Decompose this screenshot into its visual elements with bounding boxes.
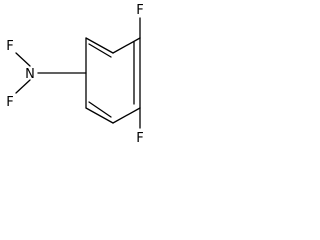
ring-bond-1-inner	[88, 43, 112, 58]
ring-bond-1	[85, 37, 114, 54]
molecule-svg: F F N F F	[6, 3, 143, 146]
atom-label-f-n-top: F	[6, 39, 13, 54]
ring-bond-4	[112, 107, 141, 124]
atom-label-f-n-bottom: F	[6, 95, 13, 110]
atom-label-f-ring-bottom: F	[136, 131, 143, 146]
atom-label-f-ring-top: F	[136, 3, 143, 18]
ring-bond-5	[85, 107, 114, 124]
ring-bond-2	[112, 37, 141, 54]
benzene-ring	[85, 37, 141, 124]
ring-bond-5-inner	[88, 101, 112, 118]
bond-n-to-f-top	[15, 52, 31, 67]
structure-diagram: F F N F F	[0, 0, 154, 154]
bond-n-to-f-bottom	[15, 79, 31, 94]
atom-label-n: N	[25, 67, 35, 82]
